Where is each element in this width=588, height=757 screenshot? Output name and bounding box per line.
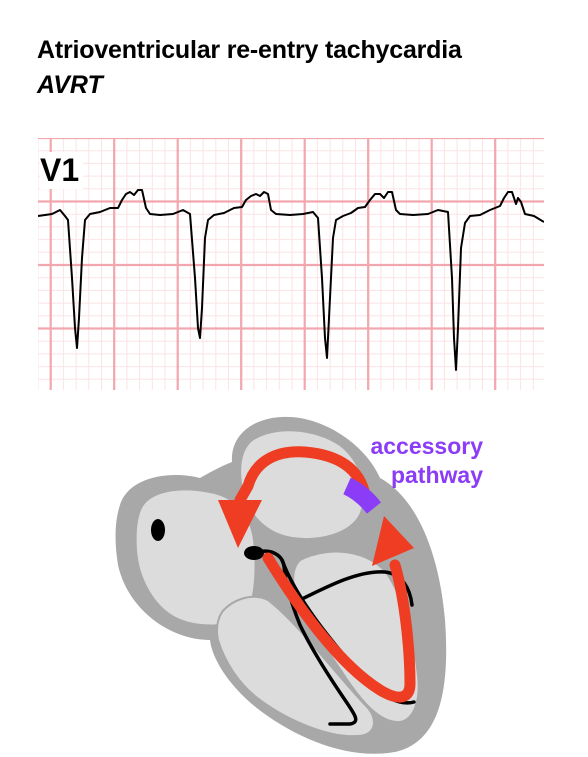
diagram-title: Atrioventricular re-entry tachycardia bbox=[37, 36, 462, 64]
ecg-strip bbox=[38, 138, 544, 390]
av-node bbox=[244, 546, 264, 560]
diagram-subtitle: AVRT bbox=[37, 71, 103, 99]
accessory-pathway-label: accessory pathway bbox=[344, 432, 483, 490]
right-ventricle bbox=[216, 595, 375, 738]
circuit-arrowhead-down bbox=[218, 500, 262, 548]
accessory-label-line2: pathway bbox=[390, 462, 483, 488]
accessory-label-line1: accessory bbox=[370, 433, 483, 459]
ecg-trace bbox=[38, 189, 544, 371]
accessory-pathway-segment bbox=[343, 477, 382, 514]
circuit-arrowhead-up bbox=[372, 516, 414, 566]
reentry-circuit bbox=[234, 446, 416, 703]
ecg-lead-label: V1 bbox=[40, 152, 84, 189]
sinus-node bbox=[151, 519, 165, 541]
